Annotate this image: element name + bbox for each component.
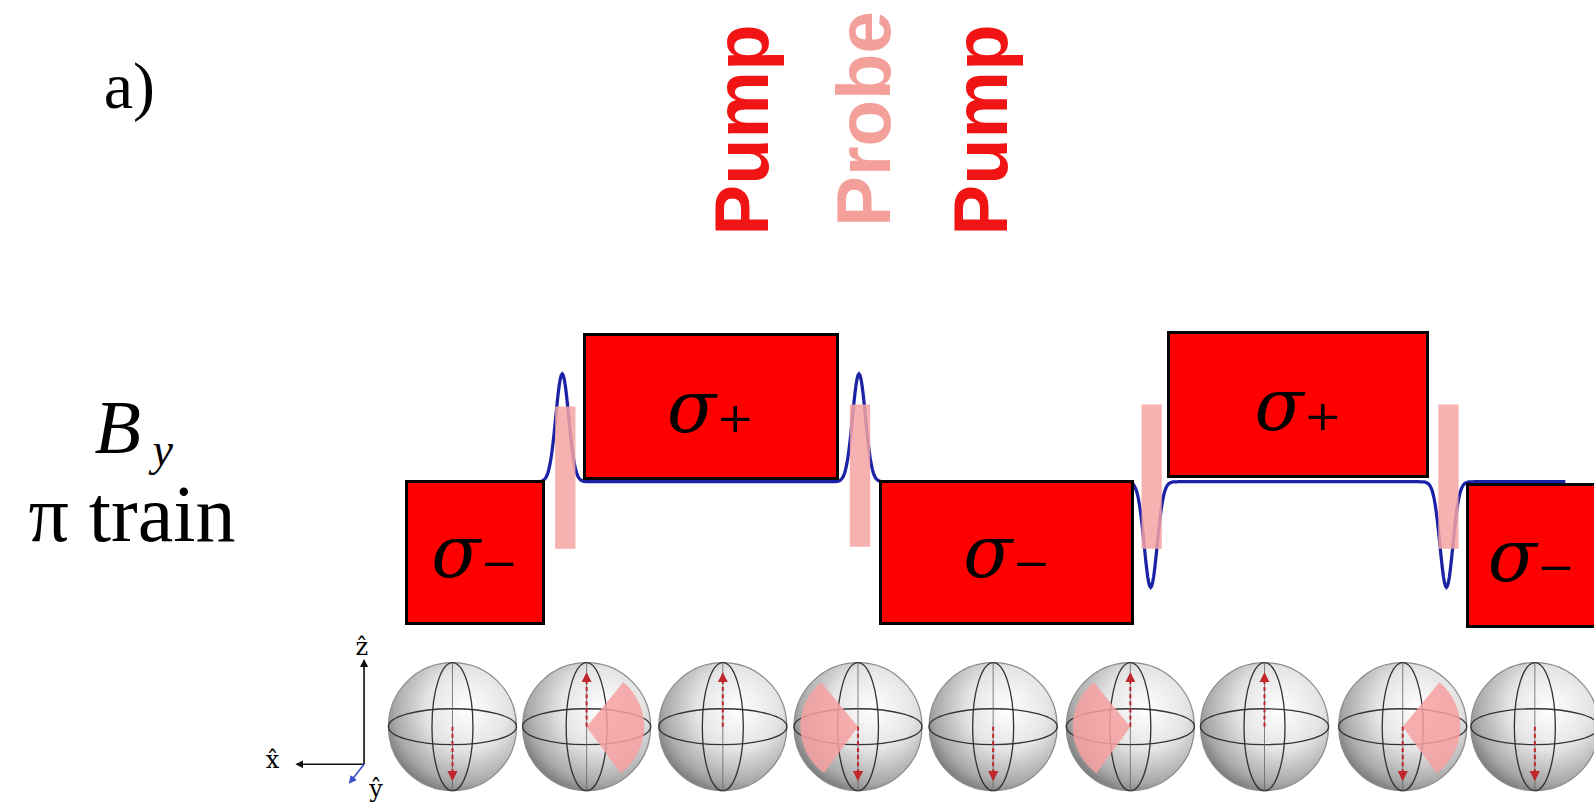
x-axis-arrow [297,763,364,765]
spin-vector [586,674,588,727]
spin-vector [1402,727,1404,780]
axis-label: ŷ [369,777,383,801]
sphere-body [1471,663,1594,791]
bloch-sphere [523,663,651,791]
spin-vector [857,727,859,780]
sequence-label: π train [28,474,235,554]
spin-vector [1534,727,1536,780]
polarization-label: σ₋ [431,516,518,588]
probe-pulse [1438,404,1458,548]
sphere-axis [452,663,453,791]
sphere-axis [722,663,723,791]
sphere-body [388,663,516,791]
probe-pulse [555,407,575,549]
polarization-label: σ₊ [1255,369,1342,441]
z-axis-arrow [363,661,365,765]
sphere-equator [1471,709,1594,745]
sphere-body [1200,663,1328,791]
sphere-axis [1264,663,1265,791]
probe-label: Probe [826,11,902,226]
sphere-body [794,663,922,791]
probe-pulse [850,404,870,546]
spin-vector [451,727,453,780]
sphere-meridian [432,663,473,791]
bloch-sphere [388,663,516,791]
spin-vector [1263,674,1265,727]
pump-label: Pump [943,25,1019,236]
rotation-wedge [587,682,645,773]
bloch-sphere [1339,663,1467,791]
sphere-axis [993,663,994,791]
polarization-label: σ₋ [1488,520,1575,592]
bloch-sphere [1066,663,1194,791]
sphere-body [929,663,1057,791]
axis-label: ẑ [356,635,369,659]
spin-vector [722,674,724,727]
sphere-meridian [1244,663,1285,791]
field-symbol: B [95,389,141,465]
spin-vector [1129,674,1131,727]
sphere-axis [1130,663,1131,791]
probe-pulse [1142,404,1162,548]
pulse-box: σ₊ [583,333,839,479]
sphere-body [1066,663,1194,791]
sphere-body [523,663,651,791]
axis-label: x̂ [266,748,280,772]
y-axis-arrow [350,764,364,782]
pulse-box: σ₋ [405,480,545,625]
bloch-sphere [1471,663,1594,791]
sphere-axis [1402,663,1403,791]
field-subscript: y [152,427,172,473]
panel-label: a) [104,53,155,119]
pump-label: Pump [704,25,780,236]
bloch-sphere [929,663,1057,791]
bloch-sphere [659,663,787,791]
bloch-sphere [794,663,922,791]
sphere-body [1339,663,1467,791]
bloch-sphere [1200,663,1328,791]
spin-vector [992,727,994,780]
pulse-box: σ₊ [1167,331,1429,477]
sphere-axis [1534,663,1535,791]
pulse-box: σ₋ [879,480,1134,625]
sphere-meridian [973,663,1014,791]
pulse-box: σ₋ [1466,483,1594,628]
sphere-meridian [702,663,743,791]
rotation-wedge [1403,682,1461,773]
sphere-axis [586,663,587,791]
polarization-label: σ₋ [963,516,1050,588]
rotation-wedge [800,682,858,773]
rotation-wedge [1073,682,1131,773]
sphere-body [659,663,787,791]
polarization-label: σ₊ [667,371,754,443]
sphere-axis [857,663,858,791]
sphere-meridian [1514,663,1555,791]
